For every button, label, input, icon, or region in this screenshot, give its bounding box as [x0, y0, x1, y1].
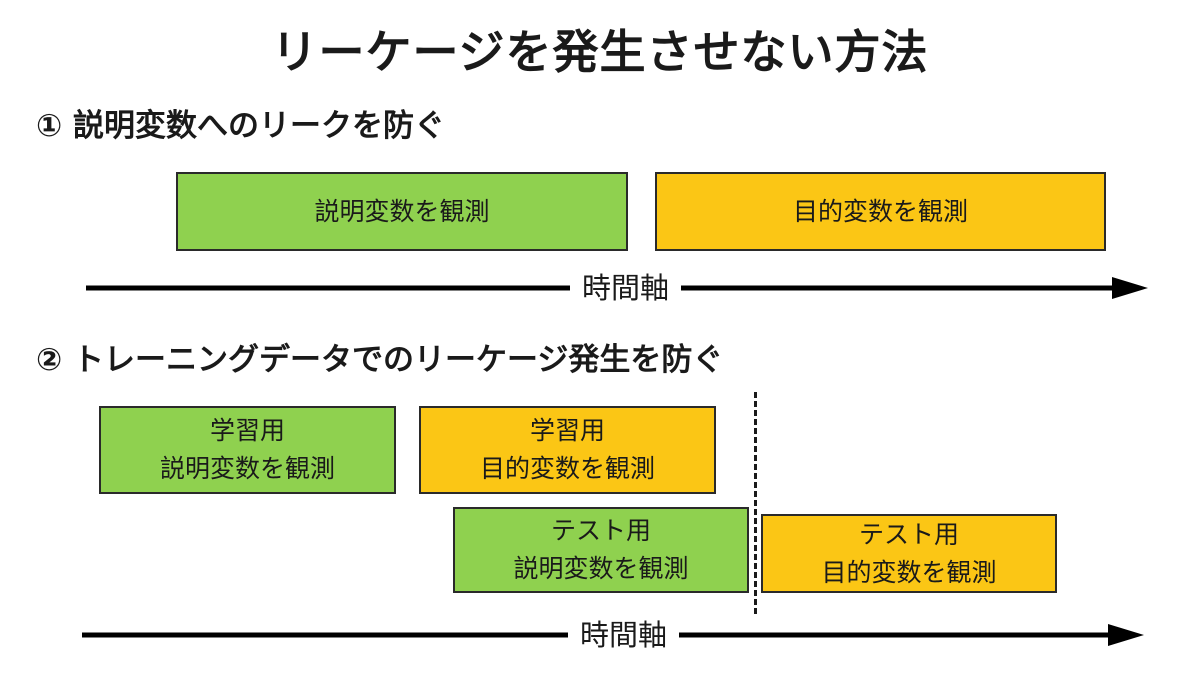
test-explanatory-box: テスト用 説明変数を観測 — [453, 507, 749, 593]
explanatory-observation-box: 説明変数を観測 — [176, 172, 628, 251]
section-1-heading: ① 説明変数へのリークを防ぐ — [36, 108, 446, 144]
target-observation-label: 目的変数を観測 — [792, 196, 968, 226]
train-explanatory-line1: 学習用 — [209, 416, 285, 445]
target-observation-box: 目的変数を観測 — [655, 172, 1106, 251]
train-explanatory-line2: 説明変数を観測 — [159, 454, 335, 483]
time-axis-2-label: 時間軸 — [568, 615, 680, 655]
time-axis-1: 時間軸 — [0, 268, 1200, 308]
section-2-heading: ② トレーニングデータでのリーケージ発生を防ぐ — [36, 342, 724, 378]
test-explanatory-line2: 説明変数を観測 — [513, 554, 689, 583]
explanatory-observation-label: 説明変数を観測 — [314, 196, 490, 226]
train-test-split-divider — [754, 392, 757, 614]
train-explanatory-box: 学習用 説明変数を観測 — [99, 406, 396, 494]
page-title: リーケージを発生させない方法 — [271, 25, 929, 79]
test-explanatory-line1: テスト用 — [550, 516, 651, 545]
test-target-line1: テスト用 — [858, 519, 959, 549]
train-target-line2: 目的変数を観測 — [479, 454, 655, 483]
time-axis-1-label: 時間軸 — [570, 268, 682, 308]
test-target-box: テスト用 目的変数を観測 — [761, 514, 1057, 593]
test-target-line2: 目的変数を観測 — [821, 557, 997, 587]
train-target-box: 学習用 目的変数を観測 — [419, 406, 716, 494]
train-target-line1: 学習用 — [529, 416, 605, 445]
time-axis-2: 時間軸 — [0, 615, 1200, 655]
